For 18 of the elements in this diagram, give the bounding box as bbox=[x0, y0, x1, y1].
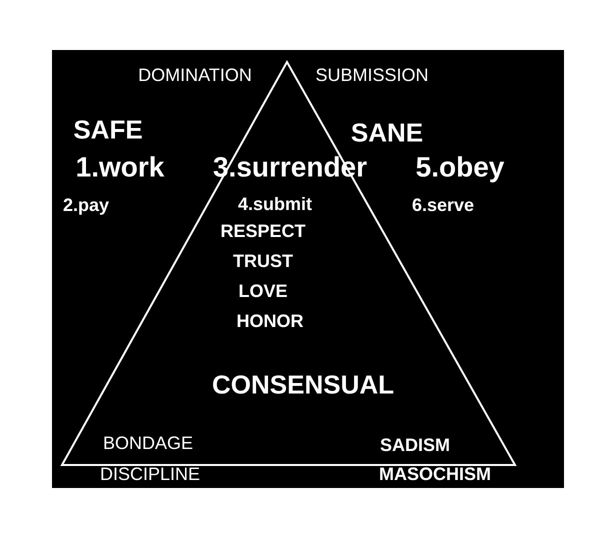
label-text: 2.pay bbox=[62, 196, 110, 216]
label-text: 4.submit bbox=[238, 195, 312, 215]
label-text: MASOCHISM bbox=[379, 465, 491, 485]
label-text: TRUST bbox=[233, 252, 293, 272]
label-text: SAFE bbox=[73, 116, 143, 144]
label-text: 1.work bbox=[76, 152, 164, 184]
label-text: 6.serve bbox=[412, 196, 474, 216]
label-text: DOMINATION bbox=[138, 66, 252, 86]
label-text: BONDAGE bbox=[102, 434, 194, 454]
label-text: 5.obey bbox=[416, 152, 504, 184]
label-text: SUBMISSION bbox=[315, 66, 429, 86]
label-text: HONOR bbox=[236, 312, 304, 332]
label-text: LOVE bbox=[238, 282, 288, 302]
label-text: RESPECT bbox=[220, 222, 306, 242]
label-text: SANE bbox=[350, 118, 424, 148]
label-text: CONSENSUAL bbox=[212, 370, 394, 400]
label-text: SADISM bbox=[380, 436, 450, 456]
label-text: DISCIPLINE bbox=[100, 465, 200, 485]
